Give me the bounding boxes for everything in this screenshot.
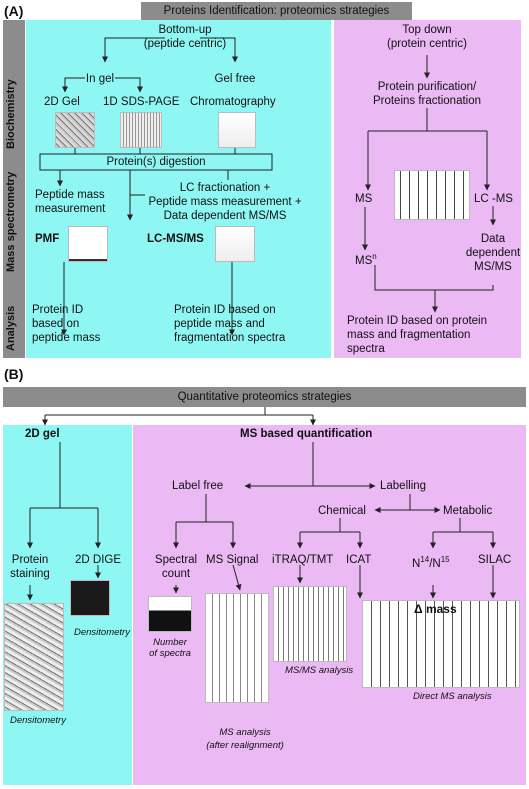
protein-staining-line1: Protein [11, 554, 49, 566]
peptide-mass-line1: Peptide mass [35, 189, 105, 201]
number-of-spectra-line2: of spectra [149, 648, 191, 659]
spectral-count-line1: Spectral [154, 554, 198, 566]
pid-left-line1: Protein ID [32, 304, 84, 316]
labelling-label: Labelling [380, 480, 427, 492]
ms-n-sup: n [372, 252, 377, 261]
data-dependent-line1: Data [480, 233, 506, 245]
metabolic-label: Metabolic [443, 505, 493, 517]
bottom-up-sub: (peptide centric) [143, 38, 227, 50]
ms-quant-heading: MS based quantification [240, 428, 373, 440]
n14-a: N [412, 557, 421, 570]
sds-page-image [120, 112, 162, 148]
n14-b: /N [429, 557, 441, 570]
ms-signal-label: MS Signal [206, 554, 259, 566]
label-free-label: Label free [172, 480, 224, 492]
side-label-analysis: Analysis [5, 305, 17, 351]
ms-spectrum-image [394, 170, 470, 220]
itraq-label: iTRAQ/TMT [272, 554, 334, 566]
lcmsms-label: LC-MS/MS [147, 233, 204, 245]
pid-left-line2: based on [32, 318, 80, 330]
chemical-label: Chemical [318, 505, 366, 517]
panel-a-left-background [26, 20, 331, 358]
direct-ms-caption: Direct MS analysis [413, 691, 492, 702]
ms-analysis-line2: (after realignment) [206, 740, 284, 751]
silac-label: SILAC [478, 554, 512, 566]
pid-right-line1: Protein ID based on protein [347, 315, 488, 327]
panel-a-label: (A) [4, 3, 24, 19]
top-down-sub: (protein centric) [387, 38, 467, 50]
spectral-count-histogram-image [148, 596, 192, 632]
number-of-spectra-line1: Number [153, 637, 187, 648]
dige-image [70, 580, 110, 616]
ms-n-base: MS [355, 254, 373, 267]
ms-n-label: MSn [355, 250, 377, 268]
dige-label: 2D DIGE [75, 554, 122, 566]
n14-sup1: 14 [420, 555, 430, 564]
pid-mid-line3: fragmentation spectra [174, 332, 286, 344]
data-dependent-line2: dependent [465, 247, 521, 259]
purification-line2: Proteins fractionation [372, 95, 482, 107]
lcmsms-image [215, 226, 255, 262]
stained-gel-stack-image [4, 603, 64, 711]
lc-frac-line1: LC fractionation + [179, 182, 271, 194]
panel-b-title-bar [3, 387, 526, 407]
pid-mid-line2: peptide mass and [174, 318, 265, 330]
n14-sup2: 15 [440, 555, 450, 564]
panel-a-title-bar [141, 2, 412, 20]
msms-analysis-caption: MS/MS analysis [285, 665, 354, 676]
direct-ms-spectrum-image [362, 600, 520, 688]
pmf-label: PMF [35, 233, 60, 245]
side-label-biochemistry: Biochemistry [5, 79, 17, 149]
ms-analysis-line1: MS analysis [219, 727, 271, 738]
purification-line1: Protein purification/ [377, 81, 477, 93]
lc-frac-line2: Peptide mass measurement + [148, 196, 302, 208]
protein-staining-line2: staining [10, 568, 50, 580]
gel-2d-heading: 2D gel [25, 428, 60, 440]
top-down-label: Top down [402, 24, 452, 36]
pid-right-line2: mass and fragmentation [347, 329, 471, 341]
lc-ms-label: LC -MS [474, 193, 513, 205]
chromatography-label: Chromatography [190, 96, 276, 108]
gel-2d-label: 2D Gel [44, 96, 80, 108]
icat-label: ICAT [346, 554, 372, 566]
panel-a-side-bar [3, 20, 25, 358]
ms-signal-stack-image [205, 593, 269, 703]
in-gel-label: In gel [85, 73, 115, 85]
data-dependent-line3: MS/MS [474, 261, 512, 273]
sds-page-label: 1D SDS-PAGE [103, 96, 180, 108]
panel-a-title: Proteins Identification: proteomics stra… [163, 5, 390, 17]
densitometry-mid-caption: Densitometry [74, 627, 130, 638]
pid-left-line3: peptide mass [32, 332, 101, 344]
peptide-mass-line2: measurement [35, 203, 106, 215]
bottom-up-label: Bottom-up [158, 24, 212, 36]
gel-2d-image [55, 112, 95, 148]
gel-free-label: Gel free [214, 73, 256, 85]
side-label-mass-spectrometry: Mass spectrometry [5, 171, 17, 272]
msms-spectrum-image [273, 586, 347, 662]
digestion-label: Protein(s) digestion [106, 156, 206, 168]
delta-mass-label: Δ mass [414, 602, 457, 616]
panel-b-title: Quantitative proteomics strategies [177, 391, 352, 403]
pid-right-line3: spectra [347, 343, 385, 355]
n14-n15-label: N14/N15 [412, 553, 450, 571]
ms-label: MS [355, 193, 373, 205]
panel-b-label: (B) [4, 366, 24, 382]
lc-frac-line3: Data dependent MS/MS [163, 210, 287, 222]
pmf-spectrum-image [68, 226, 108, 262]
pid-mid-line1: Protein ID based on [174, 304, 276, 316]
chromatogram-image [218, 112, 256, 148]
spectral-count-line2: count [161, 568, 191, 580]
densitometry-left-caption: Densitometry [10, 715, 66, 726]
